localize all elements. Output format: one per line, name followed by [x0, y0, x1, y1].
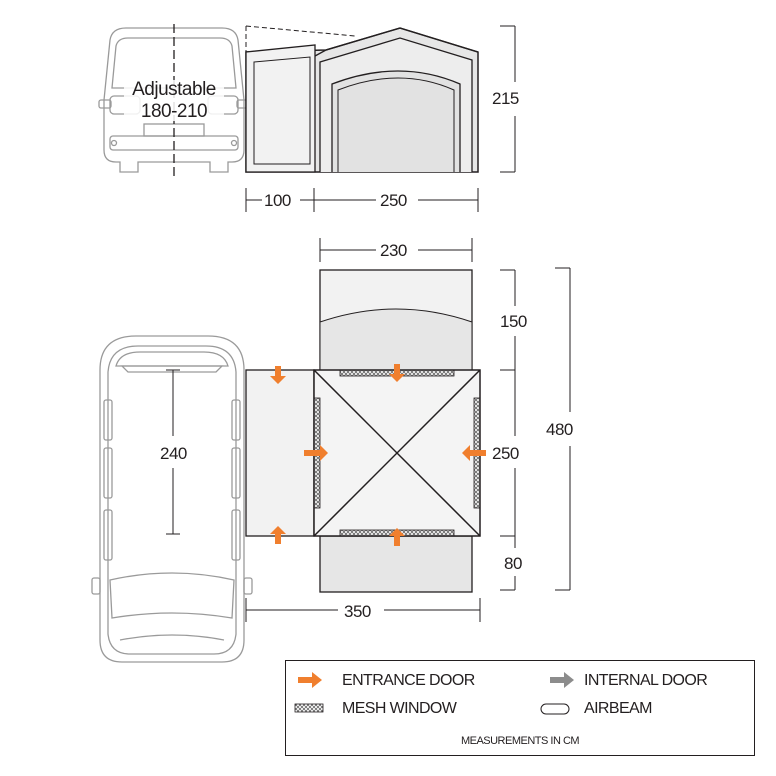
legend-box: ENTRANCE DOOR INTERNAL DOOR MESH WINDOW …: [285, 660, 755, 756]
entrance-arrow-icon: [270, 366, 286, 384]
vehicle-length-dimension: 240: [160, 444, 187, 463]
bedroom-width-dimension: 230: [380, 241, 407, 260]
entrance-door-icon: [298, 672, 322, 688]
legend-airbeam: AIRBEAM: [584, 700, 652, 717]
vehicle-length-bracket: [166, 369, 180, 535]
entrance-arrow-icon: [304, 445, 328, 461]
legend-entrance-door: ENTRANCE DOOR: [342, 672, 475, 689]
side-dimensions: [245, 25, 516, 212]
vehicle-top-view: [91, 335, 253, 663]
bedroom-depth-dimension: 150: [500, 312, 527, 331]
side-main-width-dimension: 250: [380, 191, 407, 210]
airbeam-icon: [540, 703, 570, 715]
legend-mesh-window: MESH WINDOW: [342, 700, 457, 717]
side-height-dimension: 215: [492, 89, 519, 108]
main-depth-dimension: 250: [492, 444, 519, 463]
entrance-door-arrows: [270, 364, 486, 546]
vehicle-height-label: Adjustable 180-210: [124, 80, 224, 121]
legend-units-note: MEASUREMENTS IN CM: [460, 735, 580, 747]
awning-floor-plan: [245, 269, 481, 593]
porch-depth-dimension: 80: [504, 554, 522, 573]
vehicle-height-label-line2: 180-210: [140, 101, 208, 122]
side-annex-width-dimension: 100: [264, 191, 291, 210]
entrance-arrow-icon: [462, 445, 486, 461]
entrance-arrow-icon: [389, 528, 405, 546]
awning-side-view: [245, 25, 479, 173]
legend-internal-door: INTERNAL DOOR: [584, 672, 708, 689]
mesh-window-icon: [294, 703, 324, 713]
total-length-dimension: 480: [546, 420, 573, 439]
entrance-arrow-icon: [270, 526, 286, 544]
vehicle-height-label-line1: Adjustable: [132, 79, 216, 100]
internal-door-icon: [550, 672, 574, 688]
plan-dimensions: [245, 238, 571, 622]
entrance-arrow-icon: [389, 364, 405, 382]
total-width-dimension: 350: [344, 602, 371, 621]
